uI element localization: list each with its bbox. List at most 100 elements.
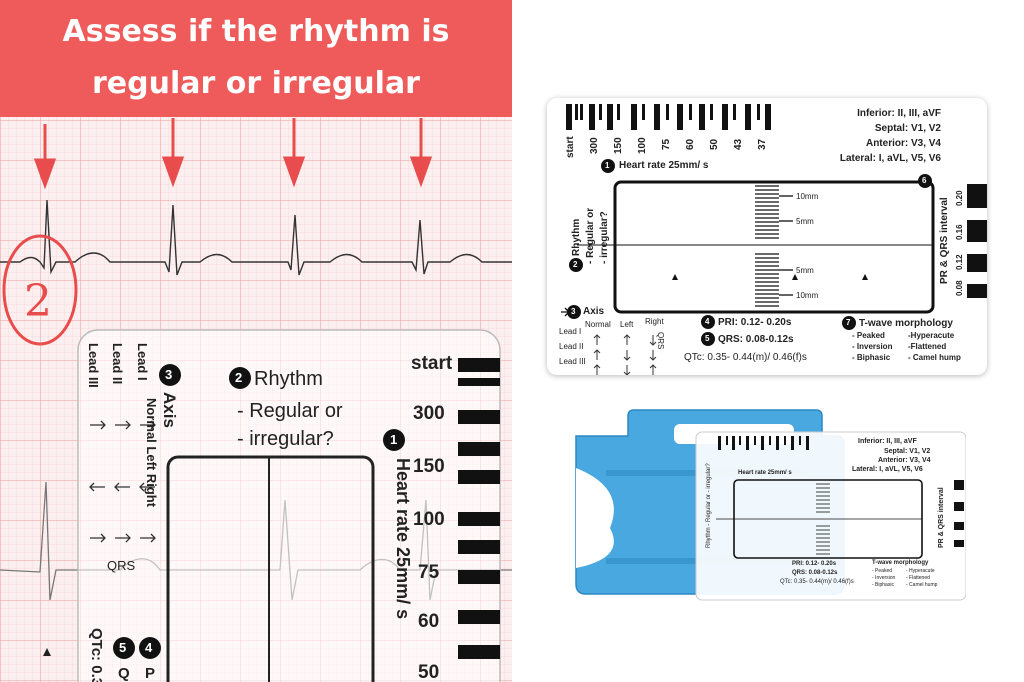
photo-pq-frag: P [145,665,156,682]
leads-lateral: Lateral: I, aVL, V5, V6 [839,153,941,164]
twave-hyperacute: -Hyperacute [908,331,955,340]
holder-pr-qrs: PR & QRS interval [938,487,945,548]
scale-150: 150 [613,137,624,154]
badge-1: 1 [605,161,610,170]
holder-twave-flattened: - Flattened [906,575,930,581]
leads-inferior: Inferior: II, III, aVF [857,108,941,119]
badge-holder [575,409,967,601]
photo-badge-5: 5 [119,640,127,655]
ecg-trace-top [0,199,512,276]
twave-flattened: -Flattened [908,342,947,351]
twave-camel-hump: - Camel hump [908,353,961,362]
scale-50: 50 [709,138,720,150]
axis-title: Axis [583,306,605,317]
holder-twave-hyperacute: - Hyperacute [906,568,935,574]
holder-qrs: QRS: 0.08-0.12s [792,570,838,576]
axis-qrs-vertical: QRS [656,332,665,350]
axis-col-right: Right [645,317,664,326]
twave-peaked: - Peaked [852,331,885,340]
photo-lead-i: Lead I [135,343,150,381]
badge-4: 4 [705,317,710,326]
photo-scale-75: 75 [418,562,440,583]
holder-leads-lateral: Lateral: I, aVL, V5, V6 [852,466,923,473]
mm-5-bottom: 5mm [796,266,814,275]
axis-lead-i: Lead I [559,327,582,336]
photo-lead-iii: Lead III [86,343,101,388]
scale-43: 43 [733,138,744,150]
photo-badge-1: 1 [390,432,398,447]
axis-col-left: Left [620,320,634,329]
scale-75: 75 [661,138,672,150]
badge-holder-product: Inferior: II, III, aVF Septal: V1, V2 An… [566,408,967,609]
banner-line-2: regular or irregular [92,66,420,101]
holder-leads-inferior: Inferior: II, III, aVF [858,438,917,445]
mm-10-bottom: 10mm [796,291,819,300]
photo-axis: Axis [160,392,179,428]
rhythm-q1: - Regular or [585,207,596,264]
pr-0-08: 0.08 [955,280,964,296]
badge-3: 3 [571,307,576,316]
rhythm-q2: - irregular? [599,211,610,264]
mm-10-top: 10mm [796,192,819,201]
photo-axis-cols: Normal Left Right [144,398,159,508]
rate-ruler [566,104,771,130]
photo-scale-50: 50 [418,662,440,682]
photo-qrs-frag: Q [118,665,130,682]
photo-heart-rate: Heart rate 25mm/ s [393,458,413,620]
axis-col-normal: Normal [585,320,611,329]
badge-5: 5 [705,334,710,343]
heart-rate-label: Heart rate 25mm/ s [619,160,709,171]
photo-start-label: start [411,353,453,374]
scale-300: 300 [589,137,600,154]
holder-twave-biphasic: - Biphasic [872,582,894,588]
scale-37: 37 [757,138,768,150]
photo-rhythm-q2: - irregular? [237,428,334,450]
photo-badge-3: 3 [165,367,173,382]
arrow-markers [33,118,433,190]
photo-badge-2: 2 [235,370,243,385]
axis-lead-ii: Lead II [559,342,584,351]
pr-0-16: 0.16 [955,224,964,240]
photo-ruler [458,358,500,659]
photo-scale-150: 150 [413,456,445,477]
mm-ruler [755,185,793,307]
photo-card [43,329,501,682]
holder-twave-camel-hump: - Camel hump [906,582,938,588]
leads-septal: Septal: V1, V2 [874,123,941,134]
twave-inversion: - Inversion [852,342,893,351]
pri-value: PRI: 0.12- 0.20s [718,317,792,328]
photo-rhythm-title: Rhythm [254,368,323,390]
scale-60: 60 [685,138,696,150]
rhythm-label: Rhythm [571,218,582,256]
holder-qtc: QTc: 0.35- 0.44(m)/ 0.46(f)s [780,579,854,585]
scale-start: start [565,136,576,158]
pr-0-12: 0.12 [955,254,964,270]
interval-blocks [967,184,987,298]
photo-badge-4: 4 [145,640,153,655]
holder-pri: PRI: 0.12- 0.20s [792,561,837,567]
photo-rhythm-q1: - Regular or [237,400,343,422]
photo-scale-100: 100 [413,509,445,530]
product-card-graphics [561,104,987,375]
badge-6: 6 [922,176,927,185]
mm-5-top: 5mm [796,217,814,226]
photo-scale-60: 60 [418,611,440,632]
banner: Assess if the rhythm is regular or irreg… [0,0,512,117]
ecg-photo: Assess if the rhythm is regular or irreg… [0,0,512,682]
holder-rhythm: Rhythm - Regular or - irregular? [706,463,712,548]
pr-0-20: 0.20 [955,190,964,206]
holder-twave-peaked: - Peaked [872,568,893,574]
product-card: 1 6 2 3 4 5 7 start 300 150 100 75 60 50… [547,98,987,375]
photo-lead-ii: Lead II [110,343,125,385]
banner-line-1: Assess if the rhythm is [62,14,450,49]
photo-scale-300: 300 [413,403,445,424]
pr-qrs-interval: PR & QRS interval [939,197,950,284]
qrs-value: QRS: 0.08-0.12s [718,334,794,345]
scale-100: 100 [637,137,648,154]
photo-qrs: QRS [107,558,136,573]
qtc-value: QTc: 0.35- 0.44(m)/ 0.46(f)s [684,352,807,363]
leads-anterior: Anterior: V3, V4 [865,138,941,149]
axis-lead-iii: Lead III [559,357,586,366]
holder-twave-inversion: - Inversion [872,575,896,581]
holder-heart-rate: Heart rate 25mm/ s [738,470,792,476]
